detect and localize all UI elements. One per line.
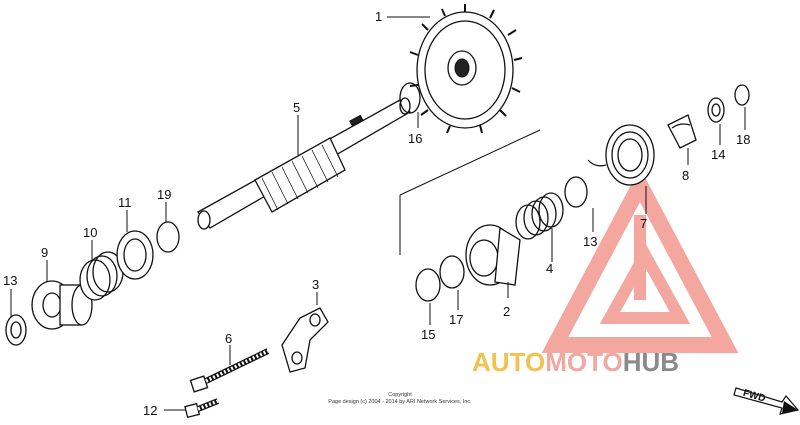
stopper-plate-3 [281, 307, 329, 373]
assembly-lines [399, 129, 541, 255]
thrust-washer-11 [116, 230, 154, 280]
fwd-indicator: FWD [733, 387, 800, 415]
snap-ring-17 [439, 255, 465, 289]
callout-15: 15 [421, 327, 435, 342]
callout-12: 12 [143, 403, 157, 418]
washer-13-left [5, 314, 27, 346]
arrow-icon [782, 401, 798, 413]
copyright-line-2: Page design (c) 2004 - 2014 by ARI Netwo… [328, 399, 472, 405]
copyright-notice: Copyright Page design (c) 2004 - 2014 by… [328, 392, 472, 405]
callout-3: 3 [312, 277, 319, 292]
fwd-label: FWD [742, 388, 767, 405]
snap-ring-19 [156, 221, 180, 253]
main-shaft [197, 97, 411, 230]
spring-4 [515, 192, 564, 240]
bolt-12 [184, 398, 220, 419]
callout-19: 19 [157, 187, 171, 202]
callout-13-left: 13 [3, 273, 17, 288]
callout-17: 17 [449, 312, 463, 327]
callout-10: 10 [83, 225, 97, 240]
callout-2: 2 [503, 304, 510, 319]
snap-ring-16 [399, 82, 421, 114]
watermark-auto: AUTO [472, 347, 545, 377]
pinion-gear-2 [465, 224, 521, 286]
callout-8: 8 [682, 168, 689, 183]
copyright-line-1: Copyright [388, 392, 412, 398]
watermark-hub: HUB [623, 347, 679, 377]
callout-18: 18 [736, 132, 750, 147]
callout-7: 7 [640, 216, 647, 231]
callout-6: 6 [225, 331, 232, 346]
bolt-6 [189, 348, 270, 393]
callout-5: 5 [293, 100, 300, 115]
washer-14 [707, 97, 725, 123]
callout-labels: 1 2 3 4 5 6 7 8 9 10 11 12 13 13 14 15 1… [3, 9, 750, 418]
callout-16: 16 [408, 131, 422, 146]
leader-lines [10, 16, 746, 411]
callout-9: 9 [41, 245, 48, 260]
callout-14: 14 [711, 147, 725, 162]
snap-ring-15 [415, 268, 441, 302]
callout-1: 1 [375, 9, 382, 24]
watermark-moto: MOTO [545, 347, 623, 377]
guide-8 [667, 114, 697, 149]
spring-10 [79, 251, 124, 301]
snap-ring-18 [734, 84, 750, 106]
svg-text:AUTOMOTOHUB: AUTOMOTOHUB [472, 347, 679, 377]
callout-11: 11 [118, 195, 132, 210]
callout-4: 4 [546, 261, 553, 276]
return-spring-7 [587, 124, 655, 186]
washer-13-right [564, 176, 588, 208]
watermark-text: AUTOMOTOHUB [472, 347, 679, 377]
large-gear [409, 4, 523, 134]
watermark-logo [541, 167, 739, 353]
callout-13-right: 13 [583, 234, 597, 249]
